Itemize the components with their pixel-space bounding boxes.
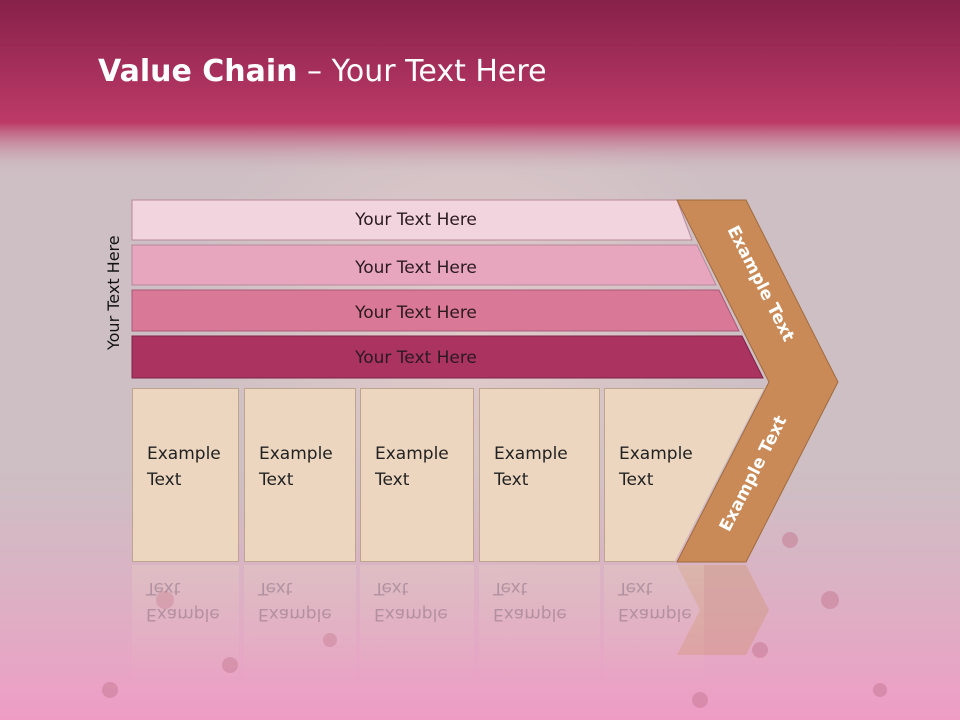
activity-box-2-reflection-label: Example Text [374, 578, 448, 624]
activity-box-3[interactable]: Example Text [479, 388, 600, 562]
activity-box-0[interactable]: Example Text [132, 388, 239, 562]
activity-box-1-reflection: Example Text [244, 565, 356, 685]
band-3[interactable]: Your Text Here [131, 335, 764, 379]
activity-box-4-label: Example Text [619, 444, 693, 490]
title-rest: – Your Text Here [297, 54, 547, 89]
chevron-reflection [677, 565, 769, 655]
activity-box-1-reflection-label: Example Text [258, 578, 332, 624]
activity-box-3-reflection: Example Text [479, 565, 600, 685]
activity-box-4-reflection-label: Example Text [618, 578, 692, 624]
activity-box-0-reflection: Example Text [132, 565, 239, 685]
band-2-shape [131, 289, 740, 332]
band-2-label: Your Text Here [354, 303, 477, 323]
activity-box-2-label: Example Text [375, 444, 449, 490]
band-0-label: Your Text Here [354, 210, 477, 230]
activity-box-3-reflection-label: Example Text [493, 578, 567, 624]
title-bold: Value Chain [98, 54, 298, 89]
band-1[interactable]: Your Text Here [131, 244, 717, 286]
activity-box-2[interactable]: Example Text [360, 388, 474, 562]
band-2[interactable]: Your Text Here [131, 289, 740, 332]
slide-title: Value Chain – Your Text Here [98, 54, 547, 89]
activity-box-1[interactable]: Example Text [244, 388, 356, 562]
band-3-label: Your Text Here [354, 348, 477, 368]
band-1-shape [131, 244, 717, 286]
activity-box-4-reflection: Example Text [604, 565, 704, 685]
activity-box-2-reflection: Example Text [360, 565, 474, 685]
activity-box-0-label: Example Text [147, 444, 221, 490]
band-1-label: Your Text Here [354, 258, 477, 278]
band-0-shape [131, 199, 693, 241]
band-3-shape [131, 335, 764, 379]
activity-box-0-reflection-label: Example Text [146, 578, 220, 624]
chevron-arrow[interactable]: Example Text Example Text [676, 199, 839, 563]
chevron-shape [676, 199, 839, 563]
activity-box-1-label: Example Text [259, 444, 333, 490]
activity-box-3-label: Example Text [494, 444, 568, 490]
band-0[interactable]: Your Text Here [131, 199, 693, 241]
